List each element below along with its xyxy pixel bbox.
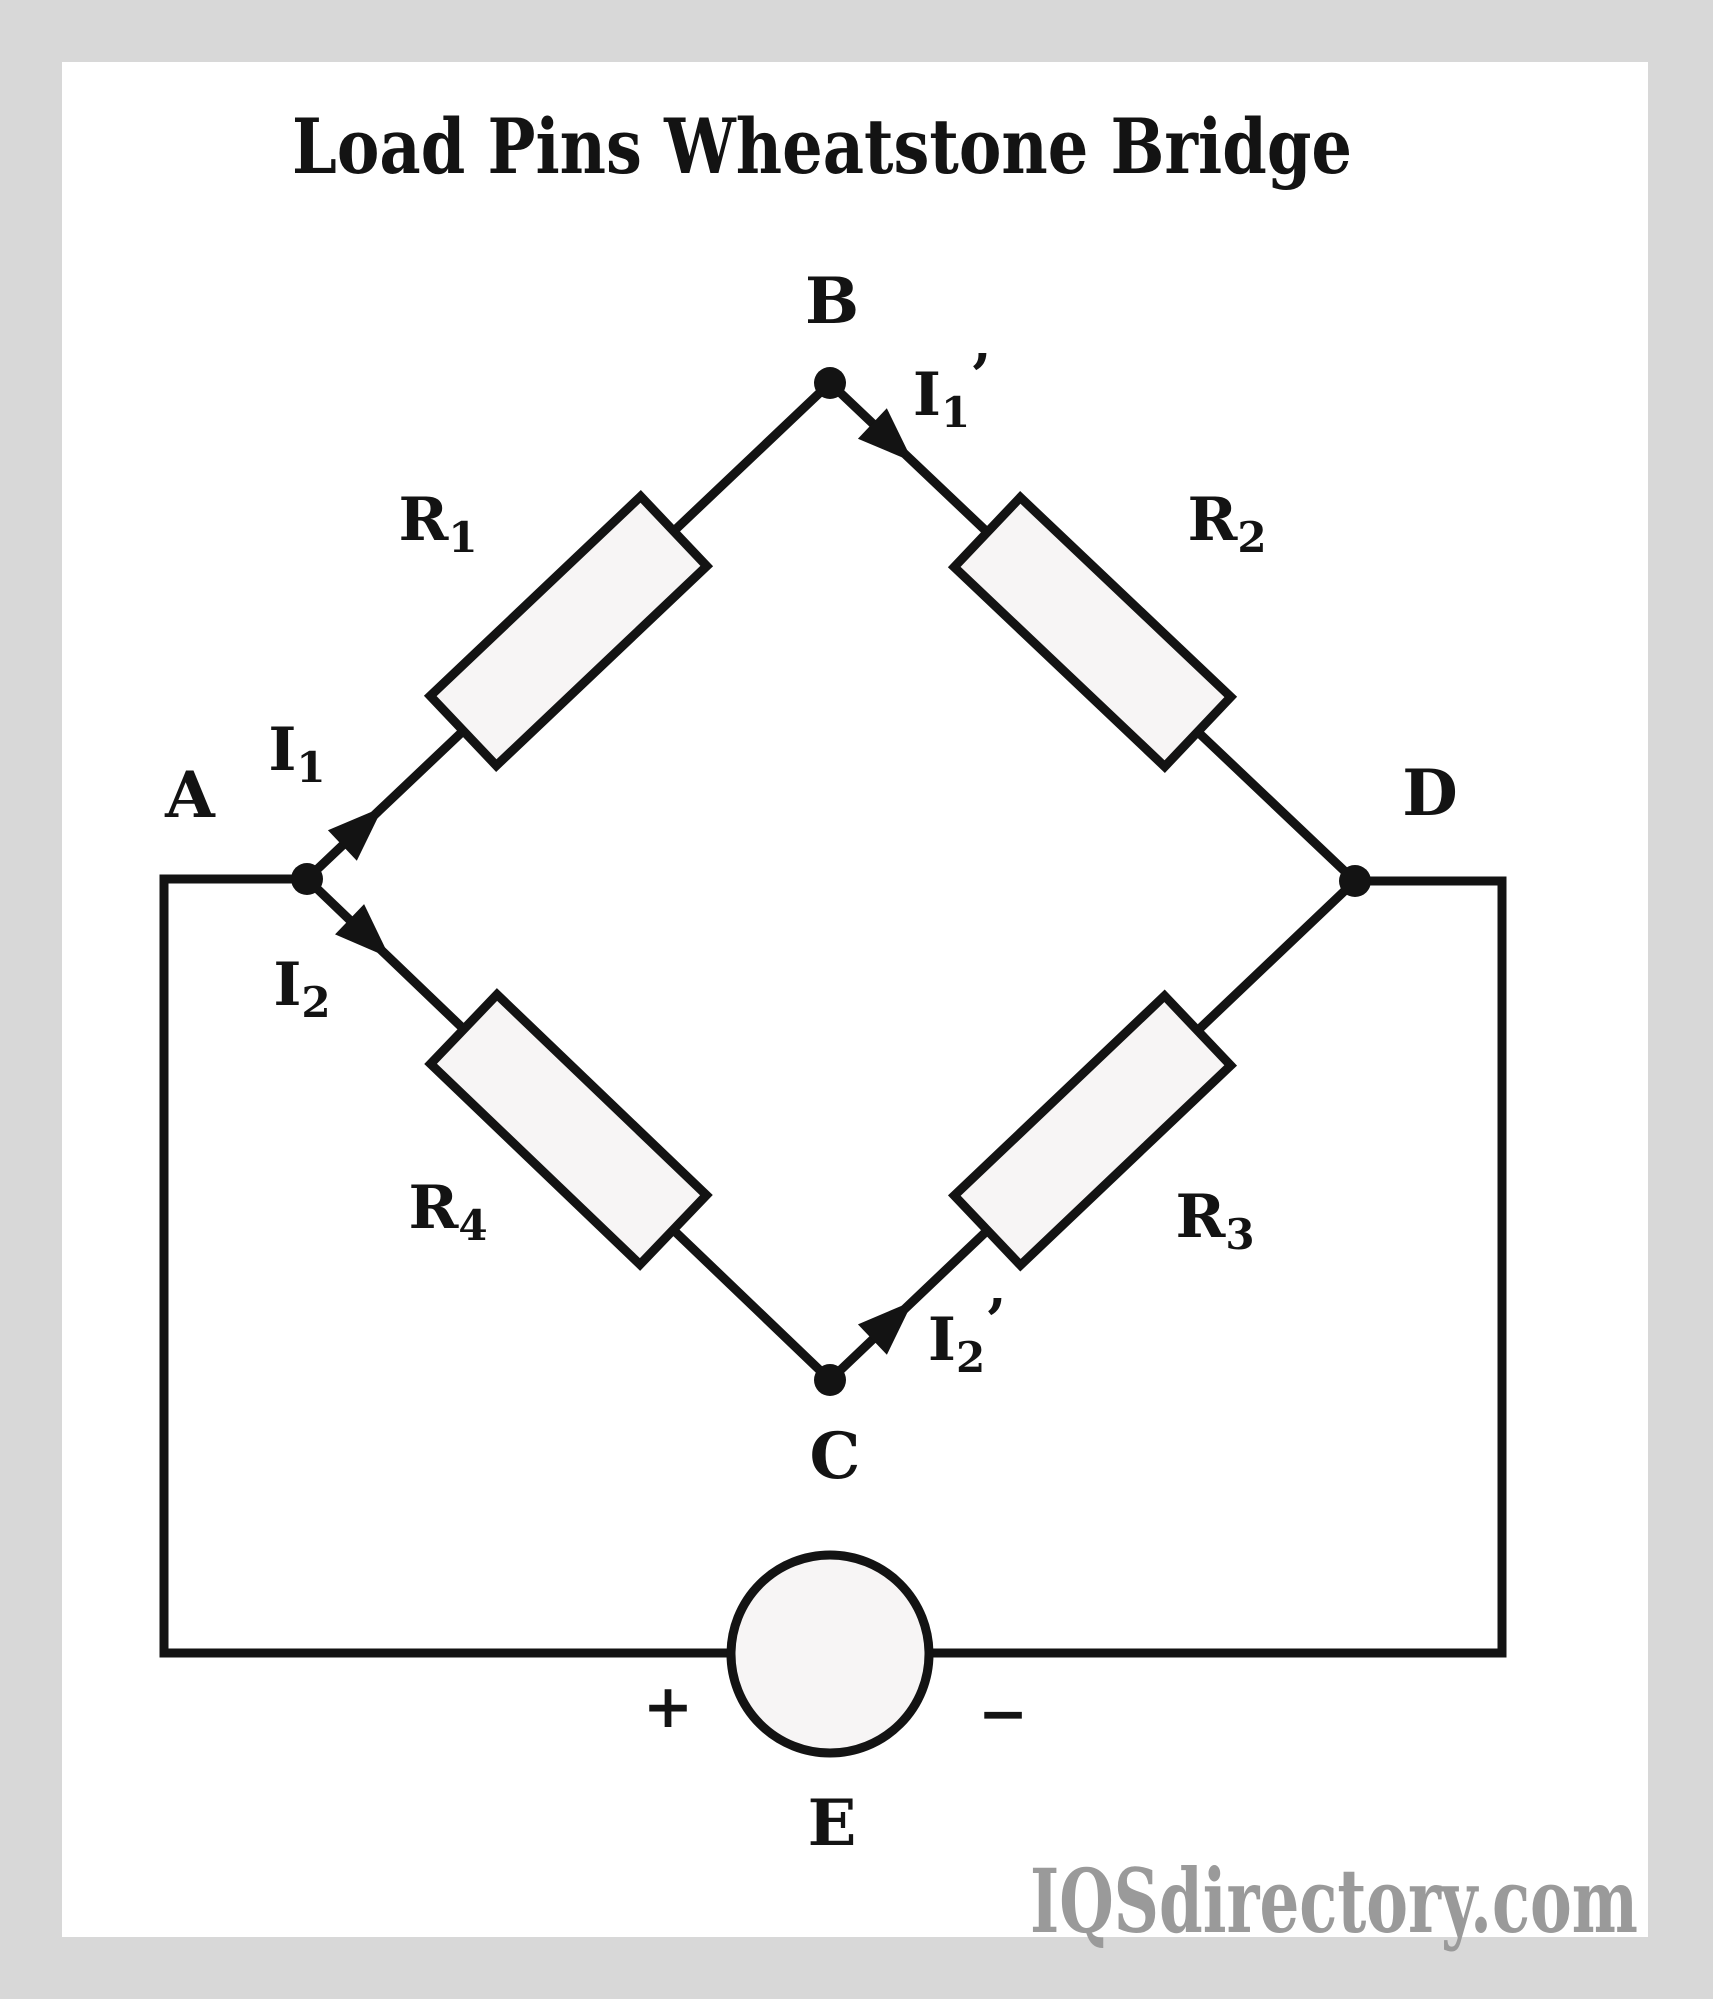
page-title: Load Pins Wheatstone Bridge <box>292 102 1352 191</box>
current-i2-prime-label: I2’ <box>928 1287 1006 1382</box>
node-b-dot <box>814 367 846 399</box>
current-arrow-i1-prime-icon <box>857 408 913 462</box>
resistor-r4 <box>424 988 713 1271</box>
resistor-r4-label-sub: 4 <box>458 1201 487 1250</box>
current-i1-prime-label-prime: ’ <box>970 342 991 412</box>
source-minus-sign: − <box>978 1679 1028 1749</box>
resistor-r3 <box>947 989 1238 1272</box>
resistor-r4-label: R4 <box>408 1173 487 1250</box>
current-arrow-i2-icon <box>335 904 390 958</box>
node-c-label: C <box>810 1419 861 1494</box>
node-d-dot <box>1339 865 1371 897</box>
current-i1-prime-label-base: I <box>913 360 941 430</box>
node-d-label: D <box>1402 756 1458 831</box>
resistor-r2-label-base: R <box>1187 485 1238 555</box>
current-i1-label: I1 <box>268 715 325 792</box>
resistor-r3-label: R3 <box>1175 1182 1254 1259</box>
current-i1-label-base: I <box>268 715 296 785</box>
current-i1-prime-label-sub: 1 <box>941 388 970 437</box>
resistor-r1-body <box>423 490 714 772</box>
voltage-source-circle <box>726 1550 934 1758</box>
resistor-r1 <box>423 490 714 772</box>
resistor-r4-label-base: R <box>408 1173 459 1243</box>
current-i2-prime-label-prime: ’ <box>985 1287 1006 1357</box>
resistor-r1-label-base: R <box>398 485 449 555</box>
current-arrow-i2-prime-icon <box>857 1301 913 1355</box>
current-i2-label-sub: 2 <box>301 978 330 1027</box>
current-i1-prime-label: I1’ <box>913 342 991 437</box>
current-i1-label-sub: 1 <box>296 743 325 792</box>
resistor-r3-body <box>947 989 1238 1272</box>
resistor-r2-body <box>947 491 1238 773</box>
resistor-r2 <box>947 491 1238 773</box>
current-i2-prime-label-sub: 2 <box>956 1333 985 1382</box>
resistor-r1-label: R1 <box>398 485 477 562</box>
resistor-r4-body <box>424 988 713 1271</box>
resistor-r1-label-sub: 1 <box>448 513 477 562</box>
source-plus-sign: + <box>643 1672 693 1742</box>
resistor-r2-label-sub: 2 <box>1237 513 1266 562</box>
node-c-dot <box>814 1364 846 1396</box>
watermark: IQSdirectory.com <box>1030 1849 1638 1953</box>
source-e-label: E <box>808 1786 857 1861</box>
current-i2-label-base: I <box>273 950 301 1020</box>
current-i2-label: I2 <box>273 950 330 1027</box>
node-b-label: B <box>805 264 859 339</box>
current-i2-prime-label-base: I <box>928 1305 956 1375</box>
current-arrow-i1-icon <box>327 807 383 861</box>
node-a-label: A <box>164 758 216 833</box>
node-a-dot <box>291 863 323 895</box>
resistor-r2-label: R2 <box>1187 485 1266 562</box>
resistor-r3-label-sub: 3 <box>1225 1210 1254 1259</box>
resistor-r3-label-base: R <box>1175 1182 1226 1252</box>
